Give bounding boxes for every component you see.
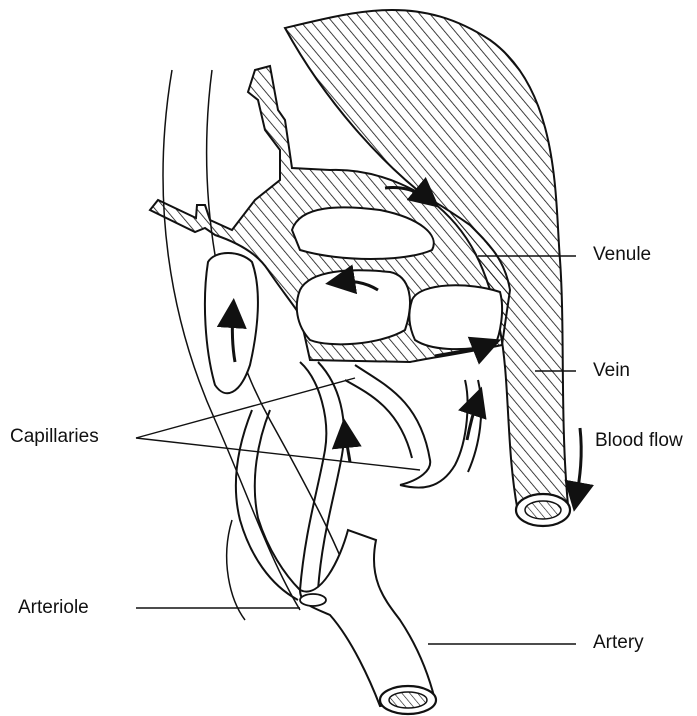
arrow-cap-right bbox=[467, 398, 478, 440]
arrow-cap-left bbox=[345, 430, 350, 462]
label-artery: Artery bbox=[593, 633, 644, 652]
label-arteriole: Arteriole bbox=[18, 598, 89, 617]
leader-capillaries-2 bbox=[136, 438, 420, 470]
label-vein: Vein bbox=[593, 361, 630, 380]
label-blood-flow: Blood flow bbox=[595, 431, 683, 450]
label-venule: Venule bbox=[593, 245, 651, 264]
artery-vessel bbox=[300, 530, 436, 714]
label-capillaries: Capillaries bbox=[10, 427, 99, 446]
arrow-blood-flow bbox=[576, 428, 581, 500]
